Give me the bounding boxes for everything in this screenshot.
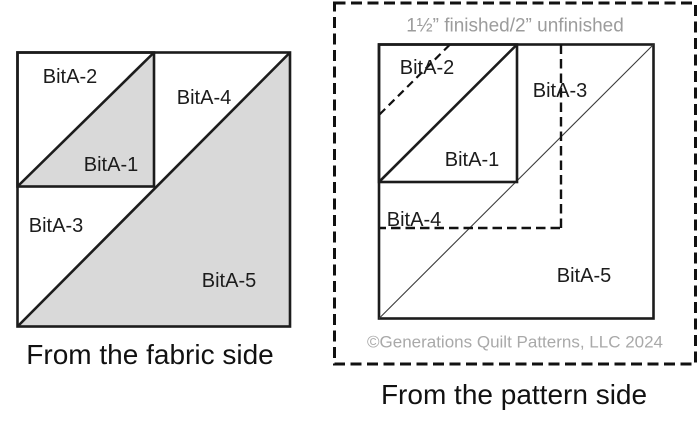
pattern-outer-dashed-border bbox=[333, 1, 697, 366]
fabric-piece-label-bita-2: BitA-2 bbox=[42, 66, 98, 88]
pattern-small-square-outline bbox=[377, 43, 519, 184]
pattern-copyright-text: ©Generations Quilt Patterns, LLC 2024 bbox=[366, 332, 664, 352]
pattern-piece-label-bita-4: BitA-4 bbox=[386, 209, 442, 231]
fabric-side-figure bbox=[16, 51, 292, 328]
fabric-main-diagonal-line bbox=[16, 51, 291, 328]
pattern-small-diagonal-line bbox=[378, 43, 518, 183]
pattern-piece-label-bita-3: BitA-3 bbox=[532, 80, 588, 102]
fabric-piece-label-bita-4: BitA-4 bbox=[176, 87, 232, 109]
fabric-piece-label-bita-5: BitA-5 bbox=[201, 270, 257, 292]
pattern-side-figure bbox=[333, 1, 697, 366]
pattern-size-note: 1½” finished/2” unfinished bbox=[406, 15, 624, 37]
pattern-piece-label-bita-5: BitA-5 bbox=[556, 265, 612, 287]
pattern-piece-label-bita-2: BitA-2 bbox=[399, 57, 455, 79]
pattern-side-caption: From the pattern side bbox=[380, 379, 648, 410]
fabric-small-square-outline bbox=[16, 51, 156, 188]
pattern-dashed-diagonal-seam-line bbox=[378, 43, 451, 116]
pattern-piece-label-bita-1: BitA-1 bbox=[444, 149, 500, 171]
fabric-piece-label-bita-3: BitA-3 bbox=[28, 215, 84, 237]
fabric-piece-label-bita-1: BitA-1 bbox=[83, 154, 139, 176]
fabric-side-caption: From the fabric side bbox=[26, 339, 274, 370]
fabric-small-diagonal-line bbox=[16, 51, 155, 188]
